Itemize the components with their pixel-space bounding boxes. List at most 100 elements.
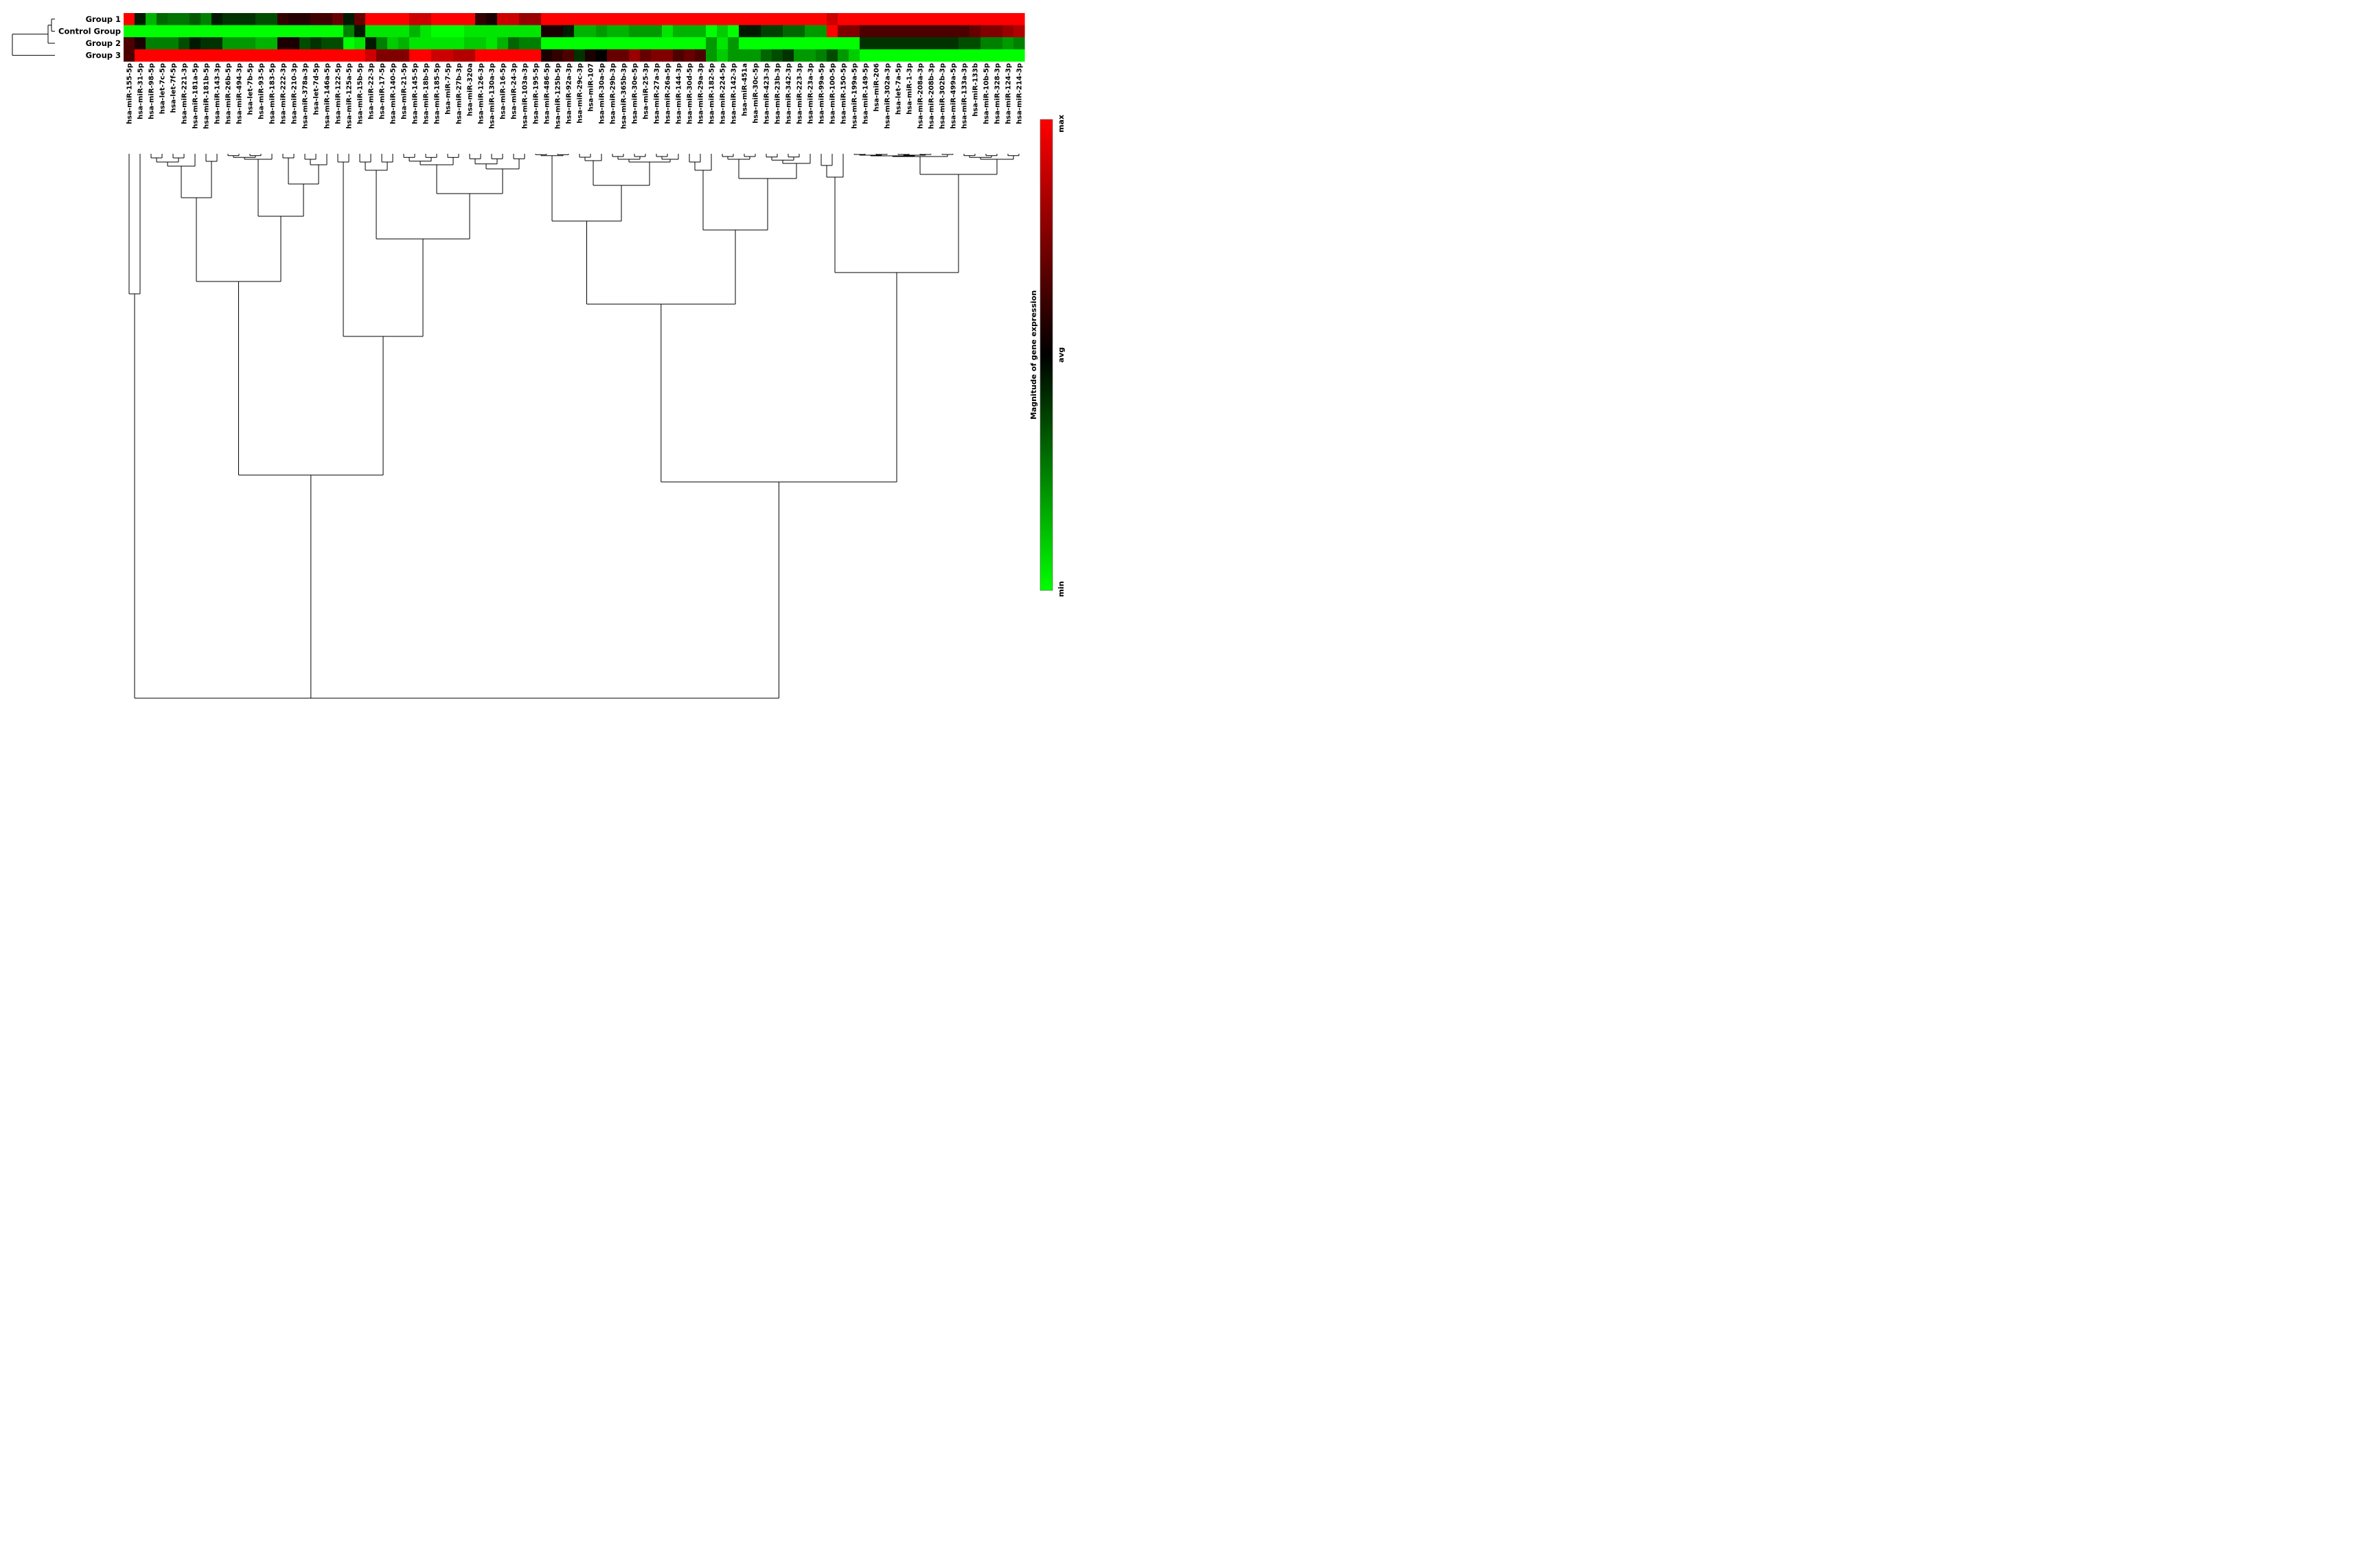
column-label: hsa-miR-30e-5p	[632, 63, 639, 124]
column-label: hsa-miR-1-3p	[906, 63, 914, 115]
heatmap-cell	[486, 37, 498, 50]
heatmap-cell	[629, 49, 641, 62]
heatmap-cell	[146, 37, 157, 50]
heatmap-cell	[991, 13, 1003, 25]
heatmap-cell	[739, 49, 750, 62]
heatmap-cell	[783, 25, 794, 38]
heatmap-cell	[442, 49, 454, 62]
colorbar-label: Magnitude of gene expression	[1029, 290, 1038, 419]
heatmap-cell	[222, 49, 234, 62]
column-label: hsa-miR-499a-5p	[950, 63, 958, 129]
heatmap-cell	[387, 25, 399, 38]
heatmap-cell	[794, 25, 805, 38]
column-label: hsa-let-7c-5p	[159, 63, 167, 114]
heatmap-cell	[200, 37, 212, 50]
heatmap-cell	[948, 37, 959, 50]
heatmap-cell	[662, 37, 674, 50]
column-label: hsa-miR-107	[588, 63, 595, 112]
heatmap-cell	[706, 25, 718, 38]
heatmap-cell	[530, 37, 542, 50]
heatmap-cell	[255, 37, 267, 50]
heatmap-cell	[838, 25, 849, 38]
heatmap-cell	[948, 25, 959, 38]
heatmap-cell	[904, 37, 915, 50]
heatmap-cell	[607, 25, 619, 38]
heatmap-cell	[761, 25, 772, 38]
heatmap-cell	[805, 49, 816, 62]
column-label: hsa-miR-130a-3p	[489, 63, 496, 129]
heatmap-cell	[926, 25, 937, 38]
column-label: hsa-miR-181b-5p	[203, 63, 211, 129]
column-label: hsa-miR-30a-5p	[599, 63, 606, 124]
heatmap-cell	[354, 13, 366, 25]
heatmap-cell	[508, 37, 520, 50]
heatmap-cell	[365, 49, 377, 62]
heatmap-cell	[288, 25, 300, 38]
column-label: hsa-miR-93-5p	[258, 63, 266, 119]
column-label: hsa-miR-302b-3p	[939, 63, 947, 129]
heatmap-cell	[706, 37, 718, 50]
column-label: hsa-miR-122-5p	[335, 63, 343, 124]
heatmap-cell	[761, 13, 772, 25]
heatmap-cell	[442, 13, 454, 25]
heatmap-cell	[640, 49, 652, 62]
heatmap-cell	[277, 49, 289, 62]
heatmap-cell	[871, 25, 882, 38]
heatmap-cell	[893, 49, 904, 62]
heatmap-cell	[783, 13, 794, 25]
heatmap-cell	[475, 37, 487, 50]
heatmap-cell	[794, 49, 805, 62]
heatmap-cell	[618, 49, 630, 62]
column-label: hsa-miR-365b-3p	[621, 63, 628, 129]
heatmap-cell	[717, 37, 728, 50]
heatmap-cell	[1013, 25, 1025, 38]
heatmap-cell	[497, 37, 509, 50]
heatmap-cell	[541, 13, 553, 25]
heatmap-cell	[211, 49, 223, 62]
heatmap-cell	[354, 37, 366, 50]
heatmap-cell	[409, 49, 421, 62]
heatmap-cell	[486, 25, 498, 38]
heatmap-cell	[871, 37, 882, 50]
heatmap-cell	[816, 25, 827, 38]
heatmap-cell	[190, 37, 201, 50]
heatmap-cell	[464, 13, 476, 25]
heatmap-cell	[266, 25, 278, 38]
column-label: hsa-miR-214-3p	[1016, 63, 1024, 124]
heatmap-cell	[376, 37, 388, 50]
heatmap-cell	[442, 25, 454, 38]
colorbar-tick-min: min	[1057, 581, 1066, 597]
heatmap-cell	[222, 25, 234, 38]
column-label: hsa-miR-206	[873, 63, 881, 112]
column-label: hsa-miR-208b-3p	[928, 63, 936, 129]
column-label: hsa-miR-124-3p	[1005, 63, 1013, 124]
heatmap-cell	[376, 25, 388, 38]
heatmap-cell	[849, 25, 860, 38]
heatmap-cell	[838, 37, 849, 50]
column-label: hsa-miR-18b-5p	[423, 63, 431, 124]
heatmap-cell	[772, 37, 783, 50]
heatmap-cell	[168, 25, 179, 38]
heatmap-cell	[563, 37, 575, 50]
heatmap-cell	[299, 13, 311, 25]
heatmap-cell	[684, 37, 696, 50]
heatmap-cell	[409, 25, 421, 38]
heatmap-cell	[168, 49, 179, 62]
heatmap-cell	[585, 25, 597, 38]
heatmap-cell	[926, 49, 937, 62]
heatmap-cell	[431, 13, 443, 25]
heatmap-cell	[343, 49, 355, 62]
colorbar: max avg min Magnitude of gene expression	[1029, 115, 1066, 597]
column-label: hsa-miR-143-3p	[214, 63, 222, 124]
heatmap-cell	[827, 25, 838, 38]
heatmap-cell	[453, 37, 465, 50]
heatmap-cell	[321, 13, 333, 25]
heatmap-cell	[563, 49, 575, 62]
heatmap-cell	[157, 49, 168, 62]
heatmap-cell	[552, 13, 564, 25]
heatmap-cell	[849, 49, 860, 62]
heatmap-cell	[168, 13, 179, 25]
heatmap-cell	[849, 37, 860, 50]
